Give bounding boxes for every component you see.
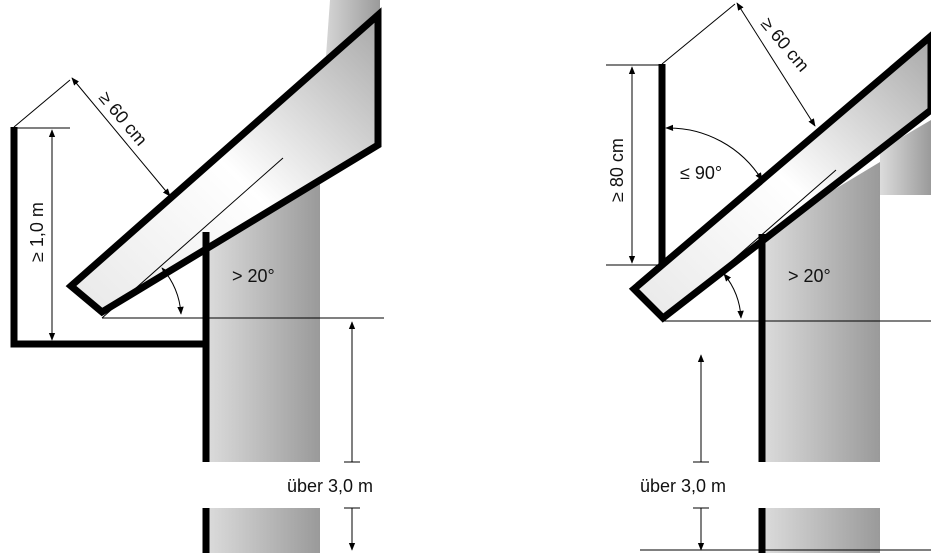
right-chimney-top [880,120,931,195]
right-roof-slab [628,31,931,323]
left-distance-label: über 3,0 m [287,476,373,496]
right-chimney-lower [762,508,880,553]
right-angle-arc-20 [723,273,744,319]
left-dormer-outline [10,127,206,348]
left-chimney-lower [206,508,320,553]
left-clearance-ext1 [13,79,71,128]
left-slope-ref [101,157,284,319]
right-clearance-label: ≥ 60 cm [757,14,813,76]
left-height-label: ≥ 1,0 m [27,202,47,262]
left-clearance-dim [71,77,171,197]
right-figure: ≥ 60 cm ≥ 80 cm ≤ 90° > 20° über 3,0 m [606,2,931,553]
right-distance-label: über 3,0 m [640,476,726,496]
left-figure: ≥ 60 cm ≥ 1,0 m > 20° über 3,0 m [10,0,384,553]
left-roof-slab [65,7,382,317]
right-clearance-dim [736,2,816,127]
left-angle-arc [161,267,184,315]
right-height-label: ≥ 80 cm [607,138,627,202]
left-angle-label: > 20° [232,266,275,286]
right-clearance-ext1 [661,3,736,65]
right-chimney-body [762,162,880,462]
right-slope-ref [662,169,837,322]
right-angle-arc [665,124,763,181]
right-right-angle-label: ≤ 90° [680,163,722,183]
right-angle-label: > 20° [788,266,831,286]
